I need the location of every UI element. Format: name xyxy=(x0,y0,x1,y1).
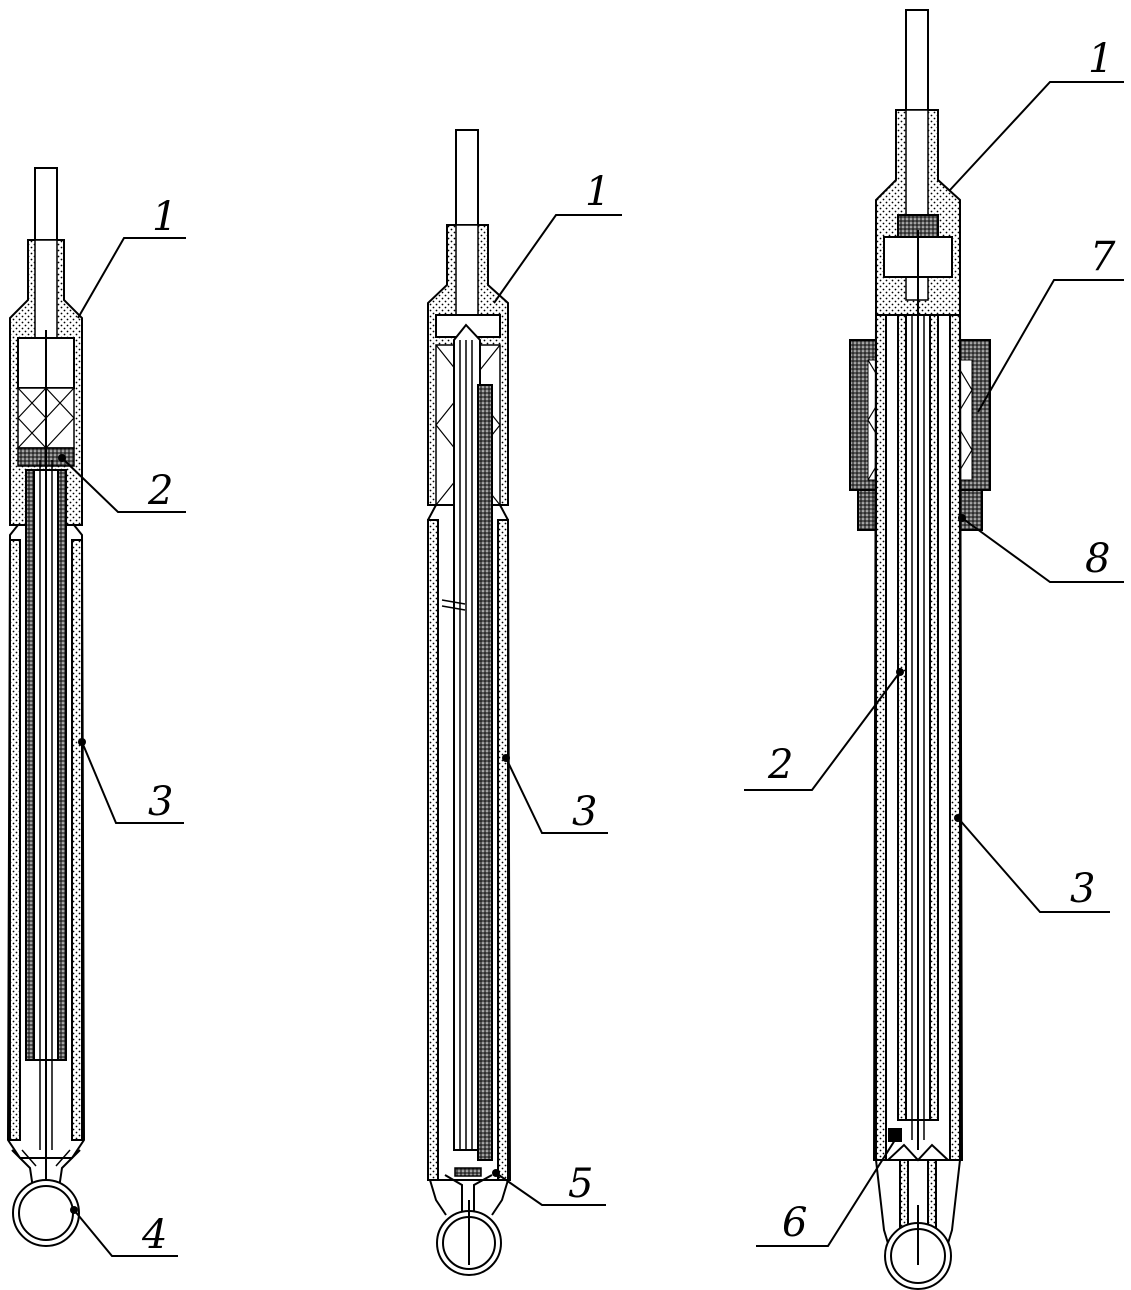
electrode-b: 1 3 5 xyxy=(427,129,622,1276)
electrode-a-label-1: 1 xyxy=(152,194,177,240)
electrode-c-label-3: 3 xyxy=(1070,866,1095,912)
electrode-b-label-3: 3 xyxy=(572,789,597,835)
electrode-c-label-6: 6 xyxy=(782,1200,807,1246)
electrode-a-label-3: 3 xyxy=(148,779,173,825)
electrode-c-label-2: 2 xyxy=(767,742,793,788)
electrode-a-label-2: 2 xyxy=(147,468,173,514)
electrode-b-label-5: 5 xyxy=(568,1161,593,1207)
electrode-c-label-1: 1 xyxy=(1088,36,1113,82)
electrode-c-label-8: 8 xyxy=(1085,536,1110,582)
electrode-c-label-7: 7 xyxy=(1090,234,1116,280)
electrode-c: 1 7 8 2 3 6 xyxy=(744,9,1124,1290)
electrode-a-label-4: 4 xyxy=(141,1212,167,1258)
electrode-a: 1 2 3 4 xyxy=(6,167,186,1258)
electrode-b-label-1: 1 xyxy=(585,169,610,215)
